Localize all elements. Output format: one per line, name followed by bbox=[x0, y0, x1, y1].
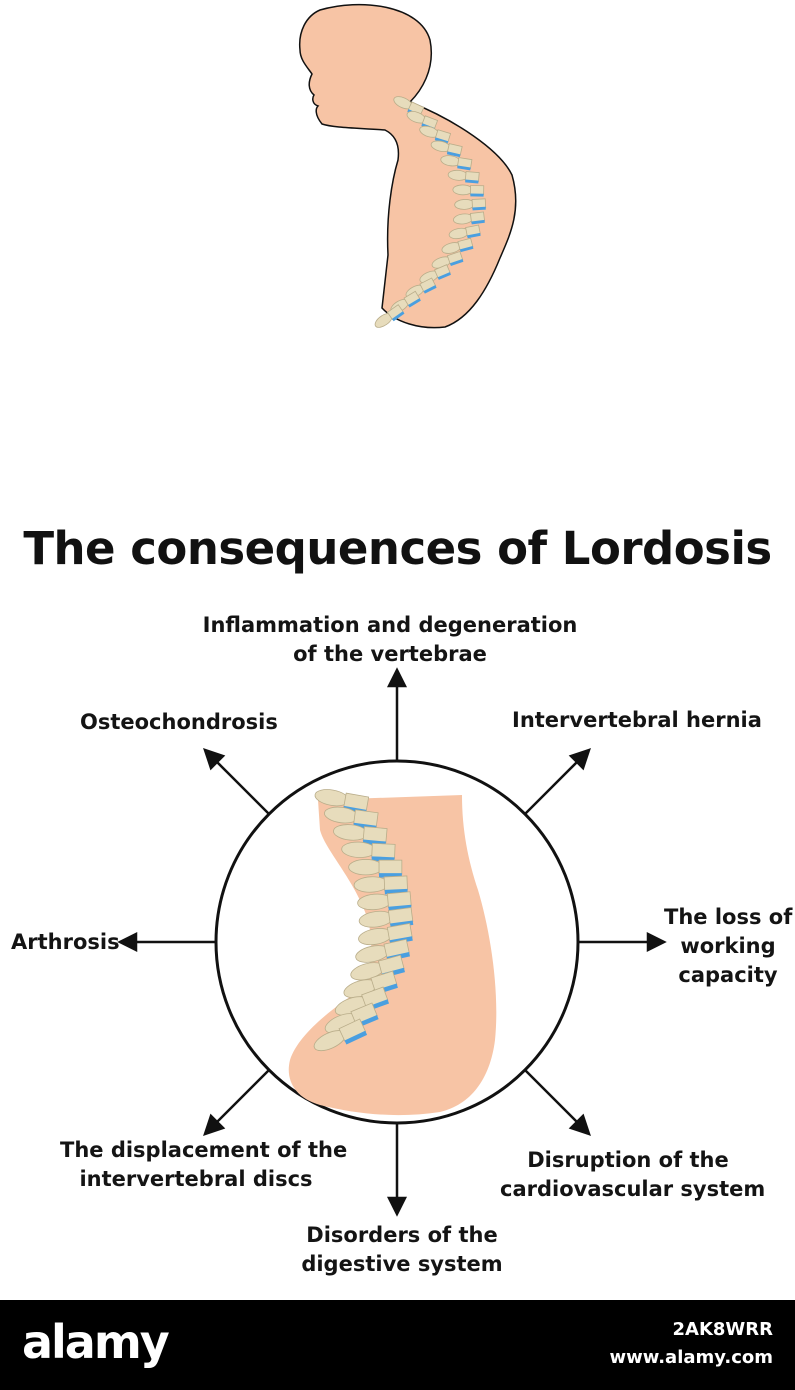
arrow-down-left bbox=[213, 1069, 270, 1126]
arrow-up-right-head bbox=[568, 748, 591, 771]
image-id: 2AK8WRR bbox=[672, 1319, 773, 1340]
vertebra bbox=[454, 198, 487, 211]
label-arthrosis: Arthrosis bbox=[11, 930, 120, 954]
vertebra bbox=[353, 875, 408, 895]
vertebra bbox=[441, 237, 474, 254]
arrows bbox=[117, 667, 667, 1217]
label-displacement-discs: The displacement of the intervertebral d… bbox=[60, 1138, 348, 1191]
vertebra bbox=[452, 184, 485, 197]
upper-spine-vertebrae bbox=[374, 96, 487, 328]
vertebra bbox=[314, 789, 370, 815]
consequences-diagram bbox=[117, 667, 667, 1217]
vertebra bbox=[430, 140, 463, 158]
vertebra bbox=[448, 224, 481, 240]
watermark-footer: alamy 2AK8WRR www.alamy.com bbox=[0, 1300, 795, 1390]
label-intervertebral-hernia: Intervertebral hernia bbox=[512, 708, 762, 732]
arrow-down-right bbox=[524, 1069, 581, 1126]
lower-back-illustration bbox=[288, 789, 497, 1116]
label-inflammation-degeneration: Inflammation and degeneration of the ver… bbox=[202, 613, 578, 666]
site-url: www.alamy.com bbox=[609, 1347, 773, 1368]
vertebra bbox=[453, 211, 486, 225]
brand-logo: alamy bbox=[22, 1315, 170, 1369]
vertebra bbox=[333, 824, 388, 846]
label-digestive-system: Disorders of the digestive system bbox=[301, 1223, 503, 1276]
vertebra bbox=[440, 155, 473, 171]
vertebra bbox=[447, 169, 480, 184]
head-and-torso-silhouette bbox=[298, 3, 517, 329]
arrow-up-right bbox=[524, 758, 581, 815]
diagram-title: The consequences of Lordosis bbox=[23, 522, 772, 575]
label-cardiovascular-system: Disruption of the cardiovascular system bbox=[500, 1148, 766, 1201]
arrow-down-head bbox=[386, 1196, 408, 1217]
vertebra bbox=[313, 1018, 368, 1052]
arrow-up-head bbox=[386, 667, 408, 688]
arrow-down-left-head bbox=[203, 1113, 226, 1136]
label-loss-of-working-capacity: The loss of working capacity bbox=[664, 905, 793, 987]
arrow-up-left-head bbox=[203, 748, 226, 771]
vertebra bbox=[348, 859, 403, 878]
vertebra bbox=[374, 304, 405, 328]
arrow-up-left bbox=[213, 758, 270, 815]
label-osteochondrosis: Osteochondrosis bbox=[80, 710, 278, 734]
arrow-right-head bbox=[646, 931, 667, 953]
arrow-left-head bbox=[117, 931, 138, 953]
person-silhouette-illustration bbox=[298, 3, 517, 329]
arrow-down-right-head bbox=[568, 1113, 591, 1136]
lumbar-spine-vertebrae bbox=[313, 789, 414, 1052]
vertebra bbox=[350, 954, 406, 981]
